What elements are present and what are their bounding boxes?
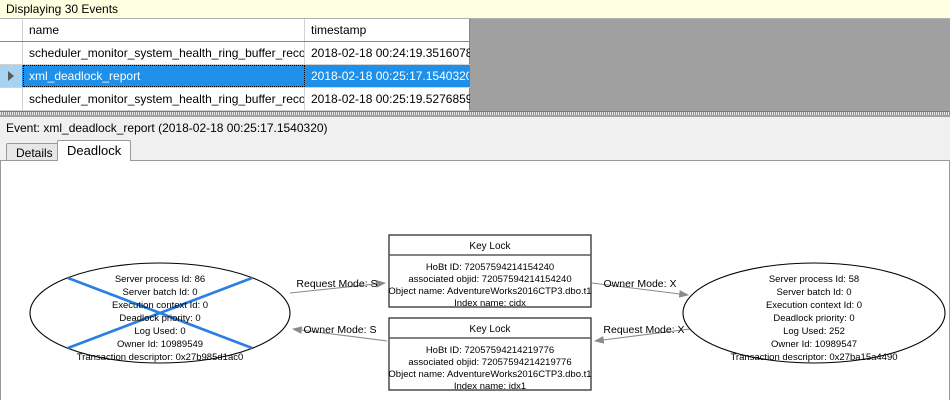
row-name-cell[interactable]: xml_deadlock_report xyxy=(23,65,305,87)
row-selector[interactable] xyxy=(0,65,23,87)
edge-label-owner-mode-x: Owner Mode: X xyxy=(604,278,677,290)
row-timestamp-cell[interactable]: 2018-02-18 00:25:19.5276859 xyxy=(311,92,470,106)
grid-header-selector xyxy=(0,19,23,41)
node-resource-bottom[interactable]: Key Lock HoBt ID: 72057594214219776 asso… xyxy=(388,317,592,392)
victim-cross-icon xyxy=(67,276,253,350)
edge-label-owner-mode-s: Owner Mode: S xyxy=(304,324,377,336)
event-header: Event: xml_deadlock_report (2018-02-18 0… xyxy=(0,117,950,139)
resource-bottom-line-2: Object name: AdventureWorks2016CTP3.dbo.… xyxy=(388,369,591,380)
process-left-line-1: Server batch Id: 0 xyxy=(123,287,198,298)
resource-bottom-title: Key Lock xyxy=(469,324,511,335)
row-selector[interactable] xyxy=(0,88,23,110)
events-status-bar: Displaying 30 Events xyxy=(0,0,950,19)
tab-deadlock[interactable]: Deadlock xyxy=(57,140,132,161)
resource-top-line-2: Object name: AdventureWorks2016CTP3.dbo.… xyxy=(388,286,591,297)
edge-request-mode-x: Request Mode: X xyxy=(593,324,691,344)
row-selector[interactable] xyxy=(0,42,23,64)
edge-label-request-mode-s: Request Mode: S xyxy=(296,278,377,290)
tab-strip: Details Deadlock xyxy=(0,139,950,161)
node-process-left[interactable]: Server process Id: 86 Server batch Id: 0… xyxy=(29,262,291,364)
canvas-left-border xyxy=(0,161,1,400)
events-grid[interactable]: name timestamp scheduler_monitor_system_… xyxy=(0,19,470,111)
tab-details[interactable]: Details xyxy=(6,143,63,161)
resource-bottom-box[interactable] xyxy=(388,317,592,391)
process-right-ellipse[interactable] xyxy=(682,262,946,364)
resource-bottom-line-1: associated objid: 72057594214219776 xyxy=(408,357,571,368)
table-row[interactable]: scheduler_monitor_system_health_ring_buf… xyxy=(0,42,470,65)
resource-bottom-line-3: Index name: idx1 xyxy=(454,381,526,392)
resource-top-line-3: Index name: cidx xyxy=(454,298,526,309)
process-right-line-5: Owner Id: 10989547 xyxy=(771,339,857,350)
process-left-line-3: Deadlock priority: 0 xyxy=(119,313,200,324)
process-left-line-4: Log Used: 0 xyxy=(134,326,185,337)
events-count-label: Displaying 30 Events xyxy=(6,2,119,16)
edge-label-request-mode-x: Request Mode: X xyxy=(603,324,684,336)
node-resource-top[interactable]: Key Lock HoBt ID: 72057594214154240 asso… xyxy=(388,234,592,309)
event-title: Event: xml_deadlock_report (2018-02-18 0… xyxy=(6,121,328,135)
process-right-line-0: Server process Id: 58 xyxy=(769,274,859,285)
deadlock-graph-svg: Request Mode: S Owner Mode: S Owner Mode… xyxy=(29,234,946,392)
row-selector-arrow-icon xyxy=(8,71,14,81)
process-right-line-3: Deadlock priority: 0 xyxy=(773,313,854,324)
process-left-line-5: Owner Id: 10989549 xyxy=(117,339,203,350)
grid-header-row: name timestamp xyxy=(0,19,470,42)
resource-top-line-1: associated objid: 72057594214154240 xyxy=(408,274,571,285)
row-name-cell[interactable]: scheduler_monitor_system_health_ring_buf… xyxy=(23,88,305,110)
process-right-line-4: Log Used: 252 xyxy=(783,326,845,337)
row-name-cell[interactable]: scheduler_monitor_system_health_ring_buf… xyxy=(23,42,305,64)
row-timestamp-cell[interactable]: 2018-02-18 00:25:17.1540320 xyxy=(305,65,470,87)
process-left-line-6: Transaction descriptor: 0x27b985d1ac0 xyxy=(77,352,244,363)
edge-owner-mode-s: Owner Mode: S xyxy=(291,324,388,342)
resource-top-title: Key Lock xyxy=(469,241,511,252)
deadlock-graph-canvas[interactable]: Request Mode: S Owner Mode: S Owner Mode… xyxy=(0,160,950,400)
process-right-line-2: Execution context Id: 0 xyxy=(766,300,862,311)
process-right-line-1: Server batch Id: 0 xyxy=(777,287,852,298)
grid-header-name[interactable]: name xyxy=(23,19,305,41)
grid-header-timestamp[interactable]: timestamp xyxy=(311,23,367,37)
edge-request-mode-s: Request Mode: S xyxy=(289,278,387,294)
edge-owner-mode-x: Owner Mode: X xyxy=(591,278,690,298)
resource-bottom-line-0: HoBt ID: 72057594214219776 xyxy=(426,345,554,356)
row-timestamp-cell[interactable]: 2018-02-18 00:24:19.3516078 xyxy=(311,46,470,60)
resource-top-line-0: HoBt ID: 72057594214154240 xyxy=(426,262,554,273)
process-left-line-2: Execution context Id: 0 xyxy=(112,300,208,311)
table-row-selected[interactable]: xml_deadlock_report 2018-02-18 00:25:17.… xyxy=(0,65,470,88)
events-grid-backdrop: name timestamp scheduler_monitor_system_… xyxy=(0,19,950,118)
node-process-right[interactable]: Server process Id: 58 Server batch Id: 0… xyxy=(682,262,946,364)
resource-top-box[interactable] xyxy=(388,234,592,308)
table-row[interactable]: scheduler_monitor_system_health_ring_buf… xyxy=(0,88,470,111)
grid-splitter[interactable] xyxy=(0,111,950,118)
process-left-line-0: Server process Id: 86 xyxy=(115,274,205,285)
process-right-line-6: Transaction descriptor: 0x27ba15a4490 xyxy=(730,352,897,363)
